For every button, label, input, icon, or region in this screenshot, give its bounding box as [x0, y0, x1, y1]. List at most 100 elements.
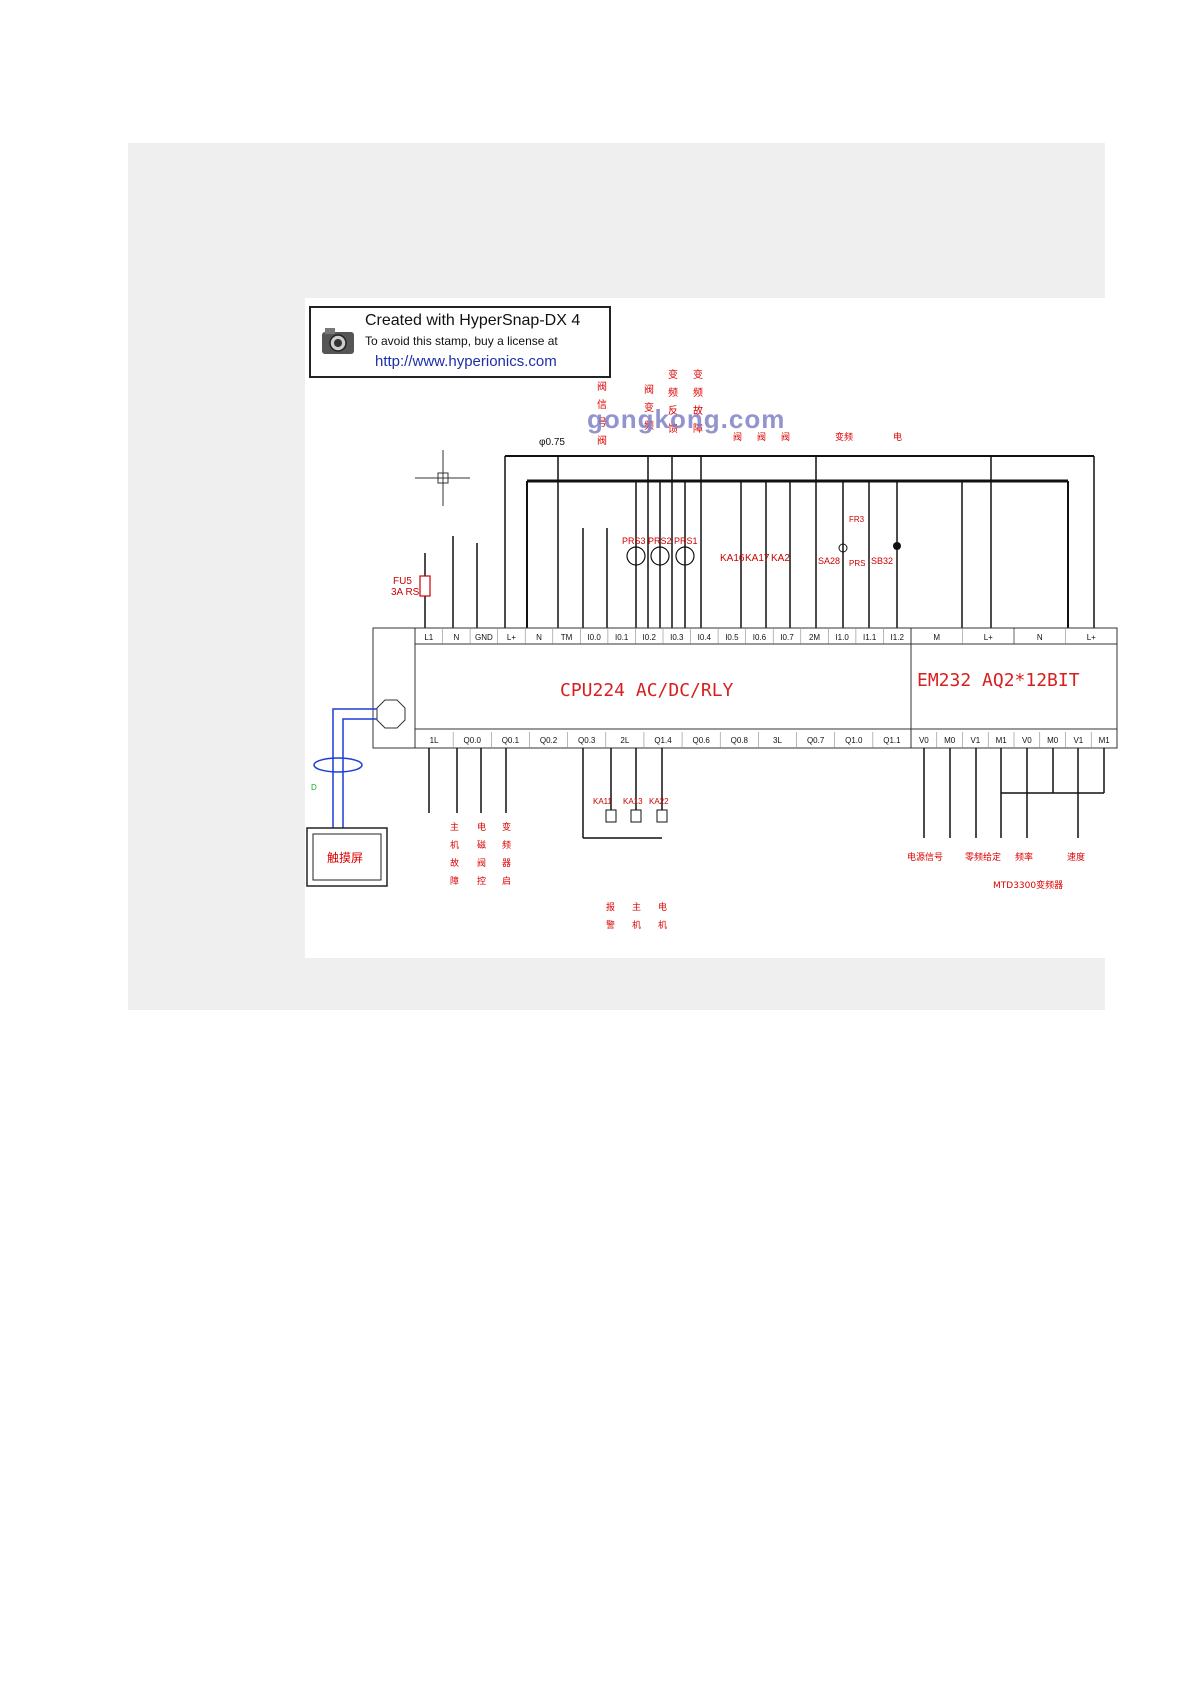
pressure-switch-1: [675, 546, 695, 566]
em-top-terminal-1: L+: [984, 633, 993, 642]
svg-text:障: 障: [693, 422, 703, 435]
cpu-label: CPU224 AC/DC/RLY: [560, 680, 734, 701]
cpu-bottom-terminal-7: Q0.6: [692, 736, 710, 745]
comm-port: [376, 699, 406, 729]
em-bottom-terminal-6: V1: [1073, 736, 1083, 745]
watermark: gongkong.com: [587, 404, 786, 434]
cpu-top-terminal-14: 2M: [809, 633, 820, 642]
cpu-top-terminal-17: I1.2: [891, 633, 905, 642]
stamp-subtitle: To avoid this stamp, buy a license at: [365, 334, 558, 348]
em-bottom-terminal-1: M0: [944, 736, 956, 745]
cpu-bottom-terminal-8: Q0.8: [731, 736, 749, 745]
svg-text:器: 器: [502, 858, 511, 869]
cpu-top-terminal-16: I1.1: [863, 633, 877, 642]
svg-text:频: 频: [644, 419, 654, 432]
em-bottom-terminal-3: M1: [996, 736, 1008, 745]
svg-text:机: 机: [450, 839, 459, 851]
wiring-diagram: φ0.75: [305, 298, 1185, 958]
svg-text:阀: 阀: [597, 380, 607, 393]
cpu-bottom-terminal-1: Q0.0: [464, 736, 482, 745]
cpu-module: [372, 627, 912, 749]
ka16-label: KA16: [720, 553, 745, 564]
em-label: EM232 AQ2*12BIT: [917, 670, 1080, 691]
wire-size-label: φ0.75: [539, 437, 565, 448]
svg-text:变: 变: [502, 821, 511, 833]
pressure-switch-3: [626, 546, 646, 566]
top-label-3: 变频: [835, 431, 853, 443]
svg-text:阀: 阀: [597, 434, 607, 447]
em-bottom-terminal-7: M1: [1099, 736, 1111, 745]
cpu-bottom-terminal-10: Q0.7: [807, 736, 825, 745]
cpu-top-terminal-12: I0.6: [753, 633, 767, 642]
svg-text:频: 频: [502, 839, 511, 851]
cpu-bottom-terminal-6: Q1.4: [654, 736, 672, 745]
cpu-bottom-terminal-5: 2L: [620, 736, 629, 745]
stamp-link: http://www.hyperionics.com: [375, 353, 557, 370]
sb32-label: SB32: [871, 556, 893, 566]
em-bottom-terminal-2: V1: [970, 736, 980, 745]
ka2-label: KA2: [771, 553, 790, 564]
prs2-label: PRS2: [648, 536, 672, 546]
image-panel: φ0.75: [128, 143, 1185, 1010]
cpu-top-terminal-6: I0.0: [587, 633, 601, 642]
svg-text:机: 机: [658, 919, 667, 931]
bottom-label-0: 电源信号: [907, 851, 943, 863]
cpu-bottom-terminal-12: Q1.1: [883, 736, 901, 745]
ka17-label: KA17: [745, 553, 770, 564]
cpu-top-terminal-4: N: [536, 633, 542, 642]
svg-text:电: 电: [658, 901, 667, 913]
top-label-1: 阀: [757, 432, 766, 443]
em-top-terminal-3: L+: [1087, 633, 1096, 642]
svg-text:馈: 馈: [668, 422, 678, 435]
top-label-0: 阀: [733, 432, 742, 443]
fr3-label: FR3: [849, 515, 865, 524]
ka22-label: KA22: [649, 797, 669, 806]
touchscreen-box: [306, 827, 388, 887]
em-bottom-terminal-0: V0: [919, 736, 929, 745]
svg-text:主: 主: [450, 821, 459, 833]
camera-icon: [322, 328, 354, 354]
fuse-symbol: [419, 575, 431, 597]
em-module: [910, 627, 1118, 749]
top-label-4: 电: [893, 431, 902, 443]
svg-text:故: 故: [450, 857, 459, 869]
bottom-label-2: 频率: [1015, 851, 1033, 863]
cpu-top-terminal-10: I0.4: [698, 633, 712, 642]
prs-label: PRS: [849, 559, 865, 568]
cpu-top-terminal-1: N: [453, 633, 459, 642]
prs3-label: PRS3: [622, 536, 646, 546]
em-bottom-terminal-5: M0: [1047, 736, 1059, 745]
sa28-label: SA28: [818, 556, 840, 566]
cpu-top-terminal-2: GND: [475, 633, 493, 642]
cpu-bottom-terminal-3: Q0.2: [540, 736, 558, 745]
touchscreen-label: 触摸屏: [327, 851, 363, 865]
stamp-title: Created with HyperSnap-DX 4: [365, 312, 581, 329]
svg-text:机: 机: [632, 919, 641, 931]
prs1-label: PRS1: [674, 536, 698, 546]
svg-text:号: 号: [597, 417, 607, 429]
svg-text:频: 频: [693, 386, 703, 399]
svg-text:障: 障: [450, 875, 459, 887]
cpu-bottom-terminal-11: Q1.0: [845, 736, 863, 745]
svg-text:主: 主: [632, 901, 641, 913]
svg-text:阀: 阀: [477, 858, 486, 869]
cpu-top-terminal-8: I0.2: [643, 633, 657, 642]
bottom-label-1: 零频给定: [965, 851, 1001, 863]
svg-text:故: 故: [693, 404, 703, 417]
svg-text:频: 频: [668, 386, 678, 399]
cpu-top-terminal-3: L+: [507, 633, 516, 642]
cpu-top-terminal-15: I1.0: [835, 633, 849, 642]
svg-text:3A RS: 3A RS: [391, 587, 420, 598]
pressure-switch-2: [650, 546, 670, 566]
svg-text:反: 反: [668, 405, 678, 417]
svg-text:变: 变: [693, 368, 703, 381]
cpu-bottom-terminal-0: 1L: [430, 736, 439, 745]
svg-text:变: 变: [668, 368, 678, 381]
ka11-label: KA11: [593, 797, 613, 806]
fuse-label: FU5: [393, 576, 412, 587]
bottom-label-3: 速度: [1067, 851, 1085, 863]
em-top-terminal-2: N: [1037, 633, 1043, 642]
